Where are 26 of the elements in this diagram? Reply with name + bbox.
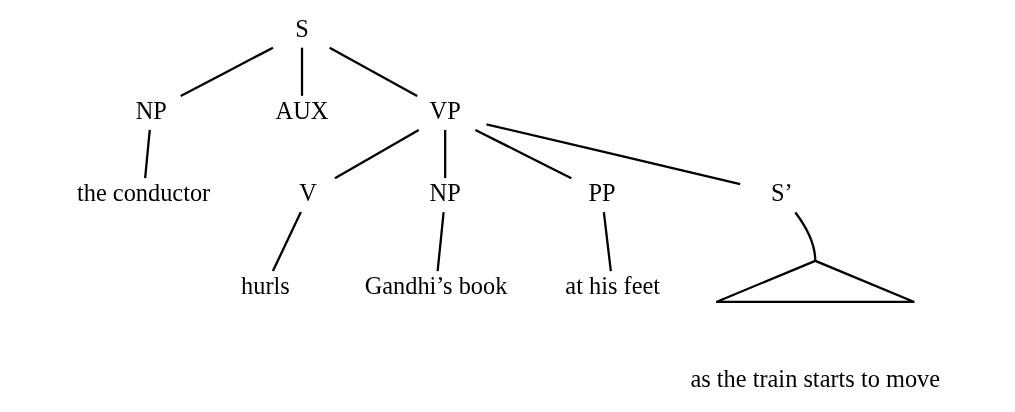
node-text: NP — [429, 179, 461, 207]
connector — [300, 47, 303, 96]
connector — [143, 129, 151, 179]
connector — [436, 212, 445, 272]
node-triangle — [714, 259, 915, 304]
connector — [602, 211, 612, 272]
node-text: S’ — [770, 179, 793, 207]
connector — [485, 123, 740, 186]
connector — [793, 211, 816, 261]
node-text: at his feet — [564, 272, 660, 300]
node-text: hurls — [240, 272, 290, 300]
node-text: VP — [429, 96, 461, 124]
connector — [333, 128, 419, 180]
node-text: AUX — [275, 96, 328, 124]
node-text: PP — [587, 179, 616, 207]
node-text: Gandhi’s book — [364, 272, 507, 300]
connector — [443, 129, 446, 179]
connector — [328, 46, 418, 98]
node-label: as the train starts to move — [689, 364, 940, 392]
node-text: V — [298, 179, 317, 207]
node-text: the conductor — [76, 179, 210, 207]
node-text: NP — [135, 96, 167, 124]
connector — [474, 128, 572, 180]
connector — [179, 46, 273, 98]
connector — [271, 211, 302, 272]
node-text: S — [294, 14, 309, 42]
